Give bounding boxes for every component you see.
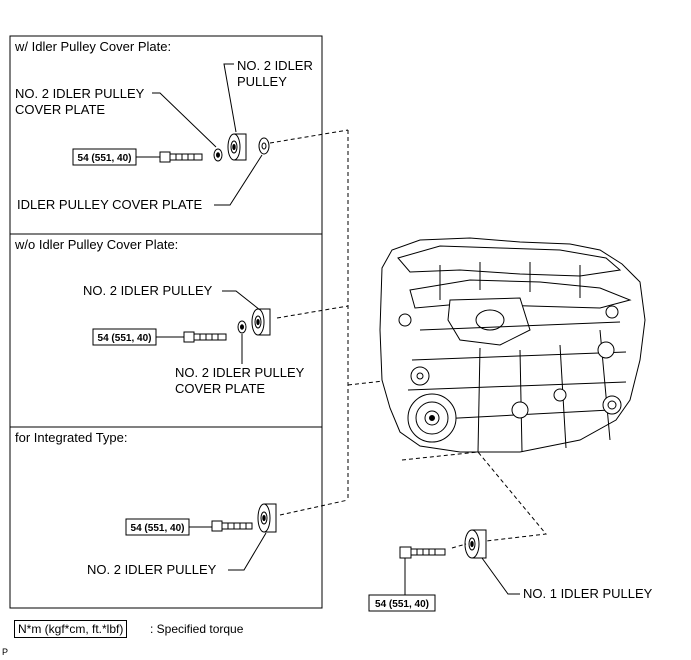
engine-torque-box: 54 (551, 40) (368, 594, 436, 612)
section2-pulley-leader (222, 290, 261, 311)
no1-idler-pulley-label: NO. 1 IDLER PULLEY (523, 586, 653, 601)
engine-bolt-guide (451, 543, 467, 549)
section1-idler-cover-plate-label: IDLER PULLEY COVER PLATE (17, 197, 203, 212)
section2-guide-line (276, 305, 349, 319)
svg-text:54 (551, 40): 54 (551, 40) (98, 333, 152, 344)
section1-no2-cover-plate (213, 148, 223, 162)
section1-idler-cover-plate-leader (214, 154, 263, 206)
engine-block-illustration (379, 237, 646, 453)
no1-idler-pulley-leader (481, 557, 520, 595)
svg-text:54 (551, 40): 54 (551, 40) (375, 599, 429, 610)
no1-idler-pulley (464, 529, 487, 559)
section3-torque-box: 54 (551, 40) (125, 518, 190, 536)
section1-title: w/ Idler Pulley Cover Plate: (14, 39, 171, 54)
section1-cover-plate-leader (152, 92, 217, 148)
corner-mark: P (2, 647, 9, 657)
section1-no2-idler-pulley (227, 133, 247, 161)
section3-guide-line (279, 499, 349, 516)
section1-guide-line (269, 129, 349, 144)
section1-cover-plate-label-line2: COVER PLATE (15, 102, 105, 117)
section1-torque-box: 54 (551, 40) (72, 148, 137, 166)
section2-torque-box: 54 (551, 40) (92, 328, 157, 346)
section1-pulley-label-line1: NO. 2 IDLER (237, 58, 313, 73)
svg-text:54 (551, 40): 54 (551, 40) (131, 523, 185, 534)
section3-no2-idler-pulley (257, 503, 277, 533)
section1-pulley-label-line2: PULLEY (237, 74, 287, 89)
svg-text:54 (551, 40): 54 (551, 40) (78, 153, 132, 164)
section3-pulley-leader (228, 532, 267, 571)
section2-cover-plate-label-line2: COVER PLATE (175, 381, 265, 396)
section1-bolt (136, 151, 203, 163)
section3-pulley-label: NO. 2 IDLER PULLEY (87, 562, 217, 577)
section2-cover-plate-label-line1: NO. 2 IDLER PULLEY (175, 365, 305, 380)
section1-pulley-leader (223, 63, 237, 133)
section2-title: w/o Idler Pulley Cover Plate: (14, 237, 178, 252)
section1-idler-cover-plate (258, 137, 270, 155)
section2-bolt (156, 331, 227, 343)
left-panel (9, 35, 323, 609)
section1-cover-plate-label-line1: NO. 2 IDLER PULLEY (15, 86, 145, 101)
section3-bolt (189, 520, 253, 532)
section2-no2-idler-pulley (251, 308, 271, 336)
engine-guide-line (401, 451, 547, 542)
section2-cover-plate (237, 320, 247, 334)
section3-title: for Integrated Type: (15, 430, 128, 445)
legend-description: : Specified torque (150, 622, 244, 636)
section2-pulley-label: NO. 2 IDLER PULLEY (83, 283, 213, 298)
legend-torque-unit-box: N*m (kgf*cm, ft.*lbf) (14, 620, 128, 638)
engine-area-bolt (399, 546, 446, 559)
